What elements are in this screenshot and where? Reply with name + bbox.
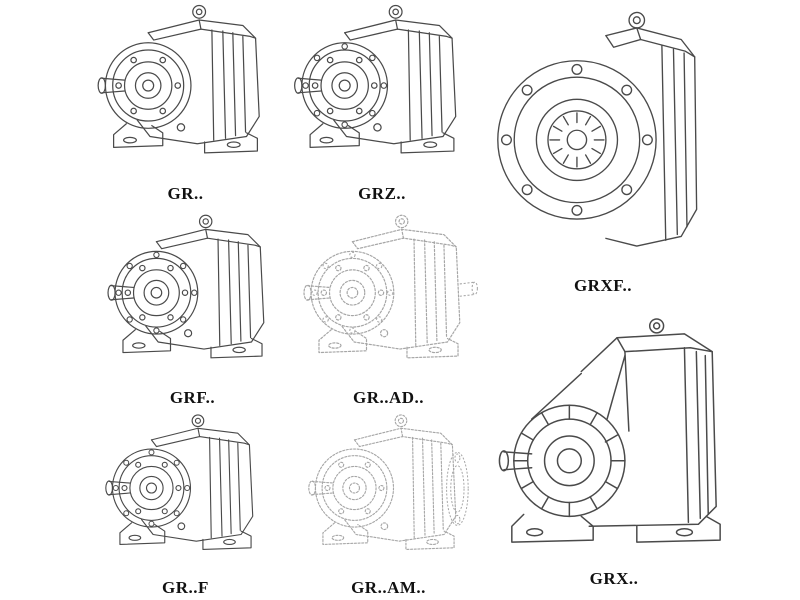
figure-gr-am: GR..AM.. — [286, 410, 491, 600]
figure-grxf: GRXF.. — [492, 0, 714, 300]
gearbox-label-grf: GRF.. — [169, 388, 216, 408]
gearbox-label-gr-am: GR..AM.. — [351, 578, 426, 598]
figure-gr: GR.. — [88, 0, 283, 206]
gearbox-label-grz: GRZ.. — [358, 184, 406, 204]
gearbox-label-gr-f: GR..F — [162, 578, 209, 598]
gearbox-drawing-gr-am — [286, 410, 491, 576]
gearbox-drawing-grxf — [497, 11, 698, 247]
gearbox-label-gr-ad: GR..AD.. — [352, 388, 425, 408]
gearbox-label-grx: GRX.. — [589, 569, 639, 589]
gearbox-label-grxf: GRXF.. — [573, 276, 633, 296]
gearbox-drawing-gr — [97, 4, 260, 154]
gearbox-label-gr: GR.. — [167, 184, 204, 204]
figure-gr-f: GR..F — [88, 410, 283, 600]
figure-grf: GRF.. — [90, 210, 295, 410]
gearbox-drawing-grf — [90, 210, 295, 386]
figure-grx: GRX.. — [490, 305, 738, 593]
gearbox-drawing-grz — [286, 0, 478, 182]
gearbox-drawing-grx — [498, 318, 721, 543]
figure-grz: GRZ.. — [286, 0, 478, 206]
gearbox-drawing-gr-ad — [286, 210, 491, 386]
gearbox-drawing-gr-f — [88, 410, 283, 576]
figure-gr-ad: GR..AD.. — [286, 210, 491, 410]
